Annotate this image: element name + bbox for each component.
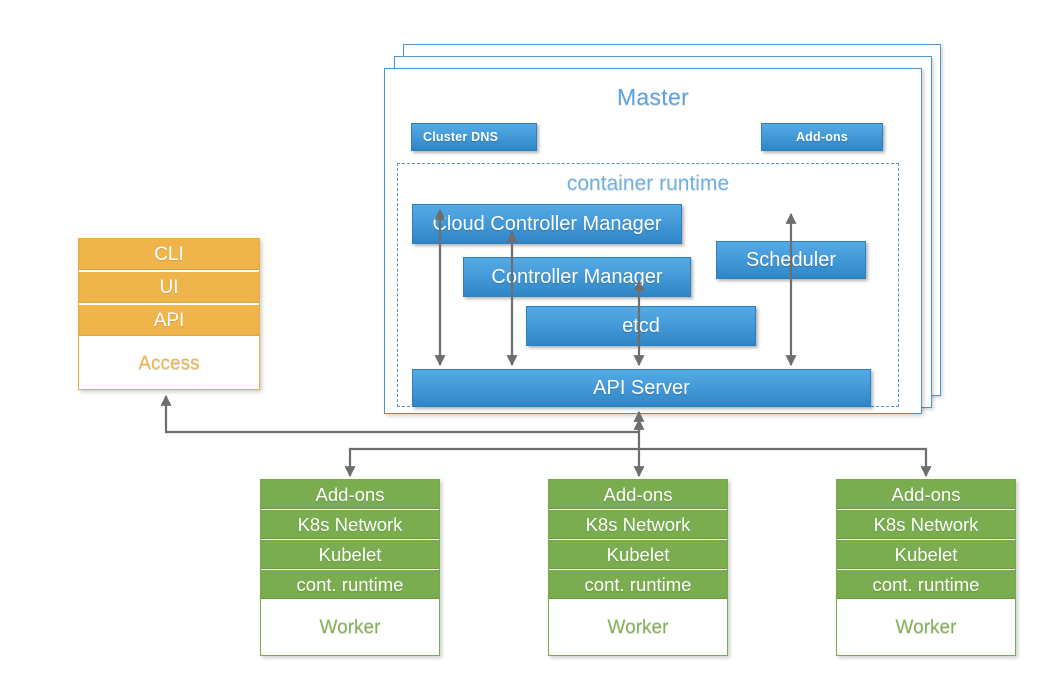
access-row-api[interactable]: API: [79, 305, 259, 338]
access-row-ui-label: UI: [159, 276, 179, 298]
access-row-cli-label: CLI: [154, 243, 184, 265]
controller-manager-label: Controller Manager: [491, 265, 663, 288]
worker-3-row-network-label: K8s Network: [873, 513, 979, 535]
api-server-box[interactable]: API Server: [412, 369, 871, 407]
master-title: Master: [616, 84, 690, 110]
worker-1-row-network[interactable]: K8s Network: [261, 510, 439, 540]
cluster-dns-label: Cluster DNS: [423, 130, 499, 144]
worker-2-row-kubelet-label: Kubelet: [606, 543, 670, 565]
worker-panel-3: Add-ons K8s Network Kubelet cont. runtim…: [836, 479, 1016, 656]
worker-2-row-addons-label: Add-ons: [603, 483, 673, 505]
worker-1-row-kubelet-label: Kubelet: [318, 543, 382, 565]
cluster-dns-box[interactable]: Cluster DNS: [411, 123, 537, 151]
scheduler-label: Scheduler: [745, 248, 837, 271]
access-footer-label-wrap: Access: [79, 338, 259, 389]
master-addons-label: Add-ons: [795, 130, 849, 144]
container-runtime-title: container runtime: [566, 172, 730, 195]
worker-1-row-addons[interactable]: Add-ons: [261, 480, 439, 510]
worker-3-row-runtime-label: cont. runtime: [872, 573, 980, 595]
wire-apiserver-worker-3: [639, 447, 932, 478]
worker-1-row-kubelet[interactable]: Kubelet: [261, 540, 439, 570]
access-panel: CLI UI API Access: [78, 238, 260, 390]
etcd-box[interactable]: etcd: [526, 306, 756, 346]
worker-2-footer-wrap: Worker: [549, 600, 727, 655]
worker-1-row-runtime[interactable]: cont. runtime: [261, 570, 439, 600]
worker-1-footer-wrap: Worker: [261, 600, 439, 655]
wire-apiserver-worker-1: [344, 447, 639, 478]
access-row-cli[interactable]: CLI: [79, 239, 259, 272]
cloud-controller-manager-label: Cloud Controller Manager: [432, 212, 662, 235]
scheduler-box[interactable]: Scheduler: [716, 241, 866, 279]
master-panel: Master Cluster DNS Add-ons container run…: [384, 68, 922, 414]
worker-2-row-network[interactable]: K8s Network: [549, 510, 727, 540]
cloud-controller-manager-box[interactable]: Cloud Controller Manager: [412, 204, 682, 244]
worker-panel-2: Add-ons K8s Network Kubelet cont. runtim…: [548, 479, 728, 656]
master-addons-box[interactable]: Add-ons: [761, 123, 883, 151]
worker-3-footer-wrap: Worker: [837, 600, 1015, 655]
worker-2-row-addons[interactable]: Add-ons: [549, 480, 727, 510]
worker-3-row-kubelet-label: Kubelet: [894, 543, 958, 565]
worker-3-row-addons[interactable]: Add-ons: [837, 480, 1015, 510]
access-row-ui[interactable]: UI: [79, 272, 259, 305]
worker-3-row-runtime[interactable]: cont. runtime: [837, 570, 1015, 600]
worker-1-row-addons-label: Add-ons: [315, 483, 385, 505]
worker-3-footer-label: Worker: [895, 616, 957, 638]
api-server-label: API Server: [593, 376, 690, 399]
controller-manager-box[interactable]: Controller Manager: [463, 257, 691, 297]
worker-2-row-runtime-label: cont. runtime: [584, 573, 692, 595]
worker-2-footer-label: Worker: [607, 616, 669, 638]
worker-3-row-addons-label: Add-ons: [891, 483, 961, 505]
worker-3-row-network[interactable]: K8s Network: [837, 510, 1015, 540]
worker-3-row-kubelet[interactable]: Kubelet: [837, 540, 1015, 570]
access-footer-label: Access: [138, 352, 200, 374]
worker-1-footer-label: Worker: [319, 616, 381, 638]
worker-panel-1: Add-ons K8s Network Kubelet cont. runtim…: [260, 479, 440, 656]
worker-2-row-runtime[interactable]: cont. runtime: [549, 570, 727, 600]
worker-2-row-network-label: K8s Network: [585, 513, 691, 535]
worker-1-row-network-label: K8s Network: [297, 513, 403, 535]
worker-1-row-runtime-label: cont. runtime: [296, 573, 404, 595]
etcd-label: etcd: [622, 314, 660, 337]
worker-2-row-kubelet[interactable]: Kubelet: [549, 540, 727, 570]
access-row-api-label: API: [153, 309, 185, 331]
